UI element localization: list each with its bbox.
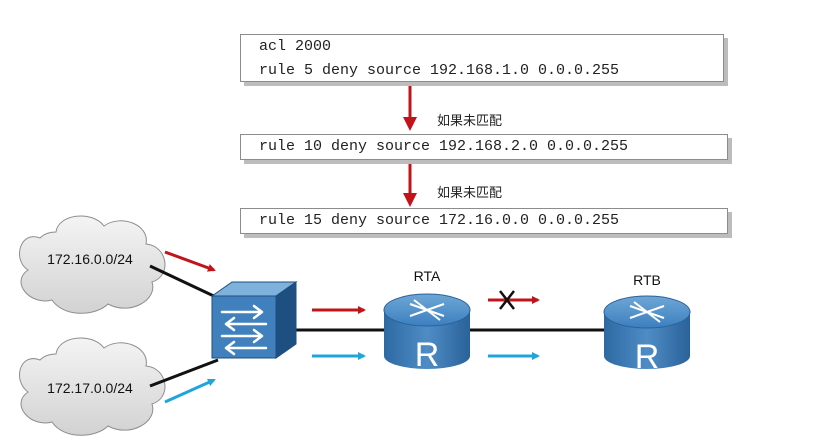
acl-rule-15: rule 15 deny source 172.16.0.0 0.0.0.255 [259,212,620,229]
cloud-icon [19,215,166,314]
blocked-x-icon [499,290,515,310]
acl-box-1: acl 2000 rule 5 deny source 192.168.1.0 … [240,34,724,82]
no-match-note-2: 如果未匹配 [437,186,503,201]
router-rtb-letter: R [635,338,660,376]
router-label-rtb: RTB [633,272,661,288]
network-label-172-17: 172.17.0.0/24 [47,380,133,396]
acl-line: acl 2000 [259,38,332,55]
router-rtb-icon [603,295,691,369]
router-rta-icon [383,293,471,369]
router-rta-letter: R [415,336,440,374]
acl-rule-10: rule 10 deny source 192.168.2.0 0.0.0.25… [259,138,629,155]
router-label-rta: RTA [413,268,441,284]
traffic-arrow-red-in [164,250,216,272]
traffic-arrow-blue-in [164,378,216,404]
acl-box-2: rule 10 deny source 192.168.2.0 0.0.0.25… [240,134,728,160]
link-net1-switch [149,264,219,300]
switch-icon [210,281,298,359]
network-label-172-16: 172.16.0.0/24 [47,251,133,267]
acl-rule-5: rule 5 deny source 192.168.1.0 0.0.0.255 [259,62,620,79]
link-net2-switch [149,358,219,388]
no-match-note-1: 如果未匹配 [437,114,503,129]
cloud-icon [19,337,166,436]
acl-box-3: rule 15 deny source 172.16.0.0 0.0.0.255 [240,208,728,234]
